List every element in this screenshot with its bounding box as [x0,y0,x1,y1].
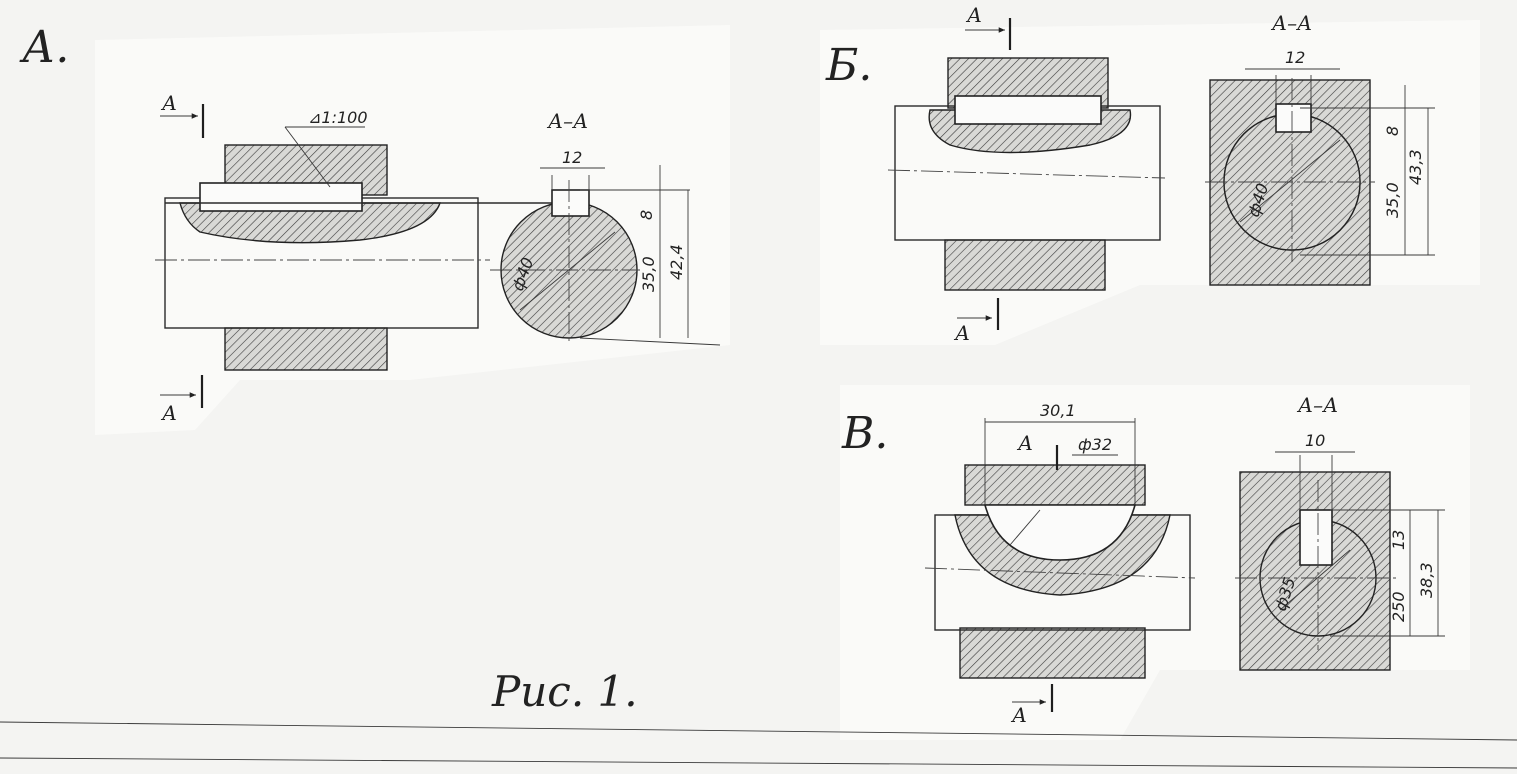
panel-a-hub-bottom [224,327,388,371]
panel-c-h2: 38,3 [1417,562,1436,598]
panel-a-key-depth: 8 [637,210,656,220]
panel-b-section-key [1275,103,1312,133]
panel-c-hub-top [964,464,1146,506]
panel-a: А. ⊿1:100 А А А–А ф40 12 [19,22,721,425]
panel-c-label: В. [841,408,888,459]
panel-c-cut-bottom: А [1010,703,1027,727]
panel-b-hub-bottom [944,239,1106,291]
panel-b-h1: 35,0 [1383,182,1402,218]
panel-b-key-depth: 8 [1383,126,1402,136]
panel-a-groove [179,202,441,244]
panel-a-label: А. [19,22,69,73]
panel-b-cut-top: А [965,3,982,27]
panel-b-h2: 43,3 [1406,149,1425,185]
panel-a-key-width: 12 [562,148,582,167]
panel-b-label: Б. [825,40,872,91]
panel-c-length: 30,1 [1040,401,1076,420]
panel-a-taper-note: ⊿1:100 [308,108,368,127]
panel-b: Б. А А А–А ф40 12 8 35,0 43,3 [825,3,1435,345]
panel-a-cut-bottom: А [160,401,177,425]
panel-c-section-key [1299,509,1333,566]
panel-a-cut-top: А [160,91,177,115]
panel-b-key-width: 12 [1285,48,1305,67]
panel-c-key [983,504,1137,561]
panel-c-key-width: 10 [1305,431,1325,450]
panel-c-h1: 250 [1389,591,1408,622]
figure-caption: Рис. 1. [491,667,638,716]
panel-b-cut-bottom: А [953,321,970,345]
panel-a-section-title: А–А [546,109,588,133]
panel-b-section-title: А–А [1270,11,1312,35]
panel-a-key [199,182,363,212]
panel-c-key-dia: ф32 [1078,435,1112,454]
panel-a-h2: 42,4 [667,244,686,280]
panel-c-hub-bottom [959,627,1146,679]
panel-c-cut-top: А [1016,431,1033,455]
panel-a-section-key [551,189,590,217]
panel-c-section-title: А–А [1296,393,1338,417]
panel-a-h1: 35,0 [639,256,658,292]
panel-b-key [954,95,1102,125]
panel-c-key-depth: 13 [1389,530,1408,550]
panel-c: В. 30,1 А ф32 А А–А ф35 10 [841,393,1445,727]
